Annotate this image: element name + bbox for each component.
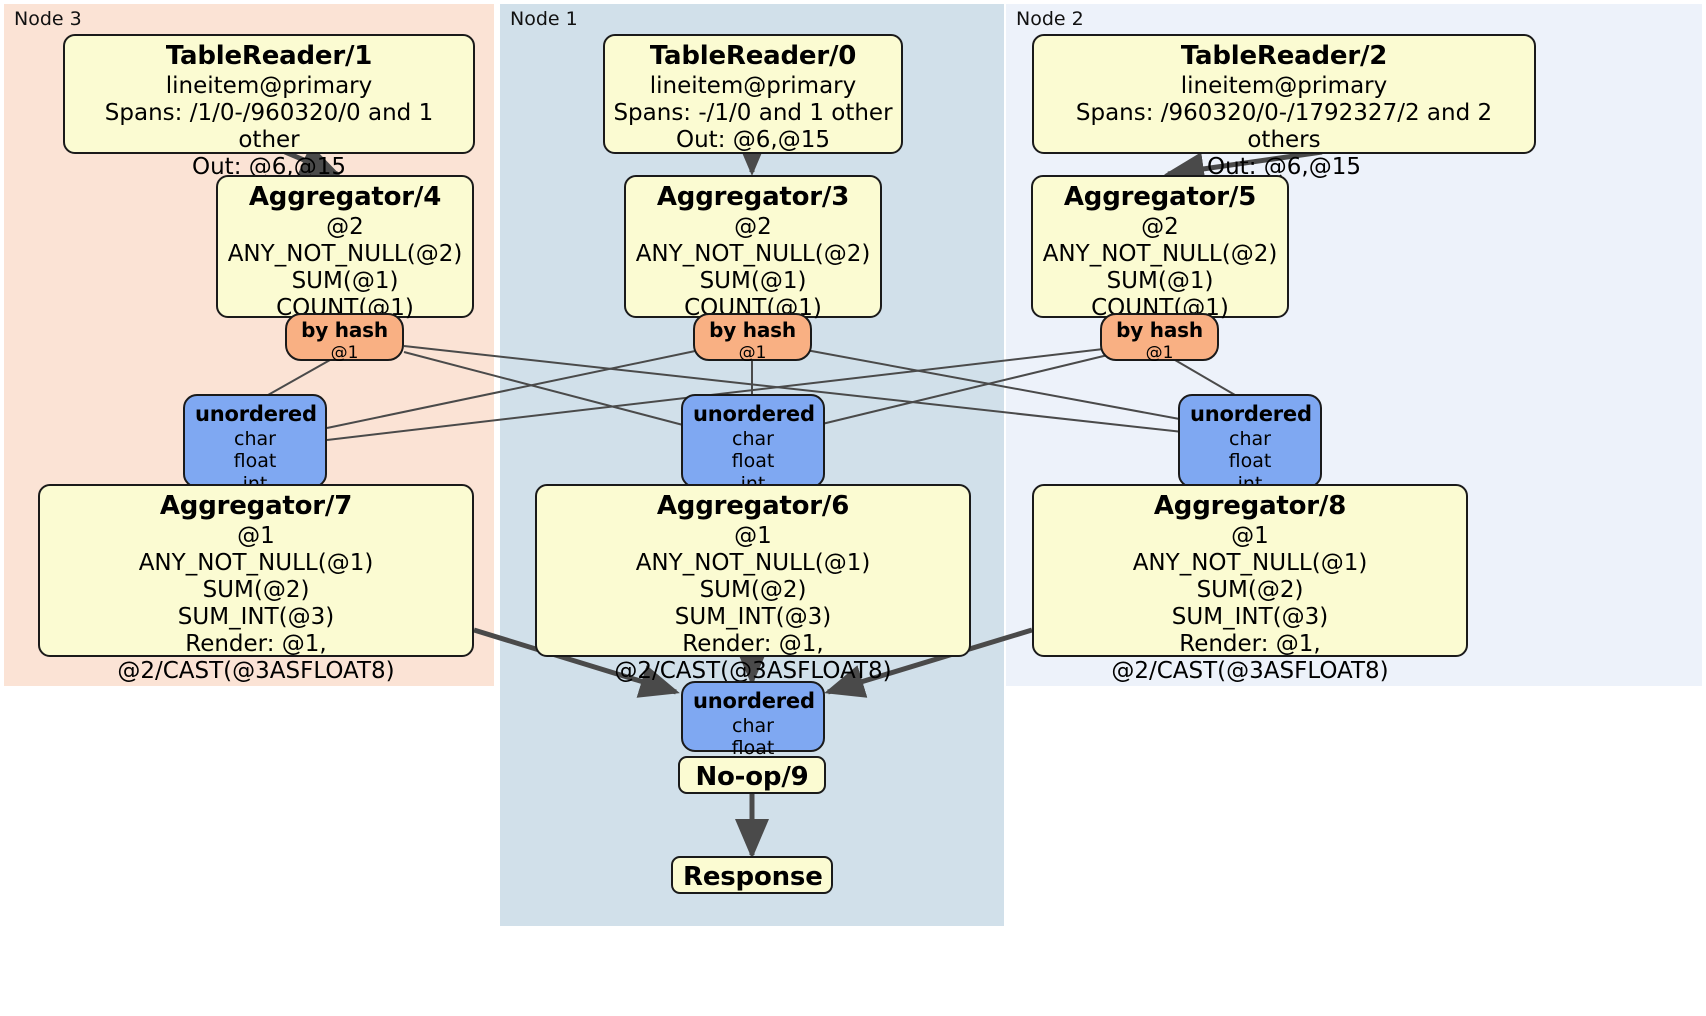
sync-line: char (234, 427, 276, 450)
node-line: ANY_NOT_NULL(@2) (1042, 240, 1278, 267)
node-line: @2 (1141, 213, 1179, 240)
node-title: Aggregator/3 (656, 182, 850, 212)
router-by-hash-right[interactable]: by hash @1 (1100, 313, 1219, 363)
sync-line: char (1229, 427, 1271, 450)
node-title: TableReader/1 (165, 41, 373, 71)
node-line: @2 (326, 213, 364, 240)
node-title: TableReader/2 (1180, 41, 1388, 71)
node-line: SUM(@1) (1106, 267, 1214, 294)
node-line: SUM_INT(@3) (177, 604, 335, 631)
node-tablereader-1[interactable]: TableReader/1 lineitem@primary Spans: /1… (63, 34, 475, 180)
sync-title: unordered (693, 402, 815, 426)
node-line: Render: @1, @2/CAST(@3ASFLOAT8) (614, 631, 892, 685)
router-by-hash-center[interactable]: by hash @1 (693, 313, 812, 363)
node-line: SUM(@2) (202, 576, 310, 603)
sync-title: unordered (693, 689, 815, 713)
sync-line: float (1228, 450, 1272, 473)
node-title: Aggregator/5 (1063, 182, 1257, 212)
node-line: Spans: -/1/0 and 1 other (613, 99, 893, 126)
node-line: Spans: /1/0-/960320/0 and 1 other (104, 99, 434, 153)
node-aggregator-7[interactable]: Aggregator/7 @1 ANY_NOT_NULL(@1) SUM(@2)… (38, 484, 474, 684)
node-line: ANY_NOT_NULL(@2) (227, 240, 463, 267)
sync-title: unordered (1190, 402, 1312, 426)
node-line: SUM_INT(@3) (1171, 604, 1329, 631)
node-aggregator-5[interactable]: Aggregator/5 @2 ANY_NOT_NULL(@2) SUM(@1)… (1031, 175, 1289, 321)
router-line: @1 (1145, 342, 1174, 363)
node-aggregator-8[interactable]: Aggregator/8 @1 ANY_NOT_NULL(@1) SUM(@2)… (1032, 484, 1468, 684)
node-line: lineitem@primary (1180, 72, 1388, 99)
node-line: SUM_INT(@3) (674, 604, 832, 631)
sync-line: char (732, 714, 774, 737)
node-line: @2 (734, 213, 772, 240)
node-aggregator-3[interactable]: Aggregator/3 @2 ANY_NOT_NULL(@2) SUM(@1)… (624, 175, 882, 321)
node-line: Render: @1, @2/CAST(@3ASFLOAT8) (117, 631, 395, 685)
node-title: No-op/9 (695, 762, 809, 792)
router-line: @1 (738, 342, 767, 363)
node-line: Out: @6,@15 (676, 126, 830, 153)
synchronizer-unordered-right[interactable]: unordered char float int (1178, 394, 1322, 495)
node-line: ANY_NOT_NULL(@1) (635, 549, 871, 576)
synchronizer-unordered-final[interactable]: unordered char float (681, 681, 825, 759)
node-line: SUM(@2) (699, 576, 807, 603)
node-line: Render: @1, @2/CAST(@3ASFLOAT8) (1111, 631, 1389, 685)
node-title: Response (683, 862, 823, 892)
node-title: Aggregator/4 (248, 182, 442, 212)
node-line: SUM(@1) (699, 267, 807, 294)
node-no-op-9[interactable]: No-op/9 (678, 756, 826, 794)
node-line: ANY_NOT_NULL(@1) (138, 549, 374, 576)
synchronizer-unordered-center[interactable]: unordered char float int (681, 394, 825, 495)
node-line: SUM(@1) (291, 267, 399, 294)
node-line: Spans: /960320/0-/1792327/2 and 2 others (1075, 99, 1493, 153)
panel-node-1-label: Node 1 (510, 8, 578, 30)
node-line: ANY_NOT_NULL(@1) (1132, 549, 1368, 576)
node-line: @1 (237, 522, 275, 549)
sync-line: float (233, 450, 277, 473)
node-line: ANY_NOT_NULL(@2) (635, 240, 871, 267)
node-line: lineitem@primary (165, 72, 373, 99)
node-aggregator-4[interactable]: Aggregator/4 @2 ANY_NOT_NULL(@2) SUM(@1)… (216, 175, 474, 321)
node-line: lineitem@primary (649, 72, 857, 99)
node-line: @1 (734, 522, 772, 549)
router-title: by hash (709, 318, 796, 342)
sync-line: float (731, 737, 775, 760)
sync-line: char (732, 427, 774, 450)
router-by-hash-left[interactable]: by hash @1 (285, 313, 404, 363)
node-line: @1 (1231, 522, 1269, 549)
node-title: Aggregator/8 (1153, 491, 1347, 521)
node-tablereader-0[interactable]: TableReader/0 lineitem@primary Spans: -/… (603, 34, 903, 154)
router-title: by hash (301, 318, 388, 342)
router-title: by hash (1116, 318, 1203, 342)
node-aggregator-6[interactable]: Aggregator/6 @1 ANY_NOT_NULL(@1) SUM(@2)… (535, 484, 971, 684)
router-line: @1 (330, 342, 359, 363)
node-response[interactable]: Response (671, 856, 833, 894)
node-title: Aggregator/7 (159, 491, 353, 521)
sync-line: float (731, 450, 775, 473)
node-title: TableReader/0 (649, 41, 857, 71)
node-title: Aggregator/6 (656, 491, 850, 521)
node-tablereader-2[interactable]: TableReader/2 lineitem@primary Spans: /9… (1032, 34, 1536, 180)
sync-title: unordered (195, 402, 317, 426)
node-line: SUM(@2) (1196, 576, 1304, 603)
panel-node-2-label: Node 2 (1016, 8, 1084, 30)
panel-node-3-label: Node 3 (14, 8, 82, 30)
synchronizer-unordered-left[interactable]: unordered char float int (183, 394, 327, 495)
